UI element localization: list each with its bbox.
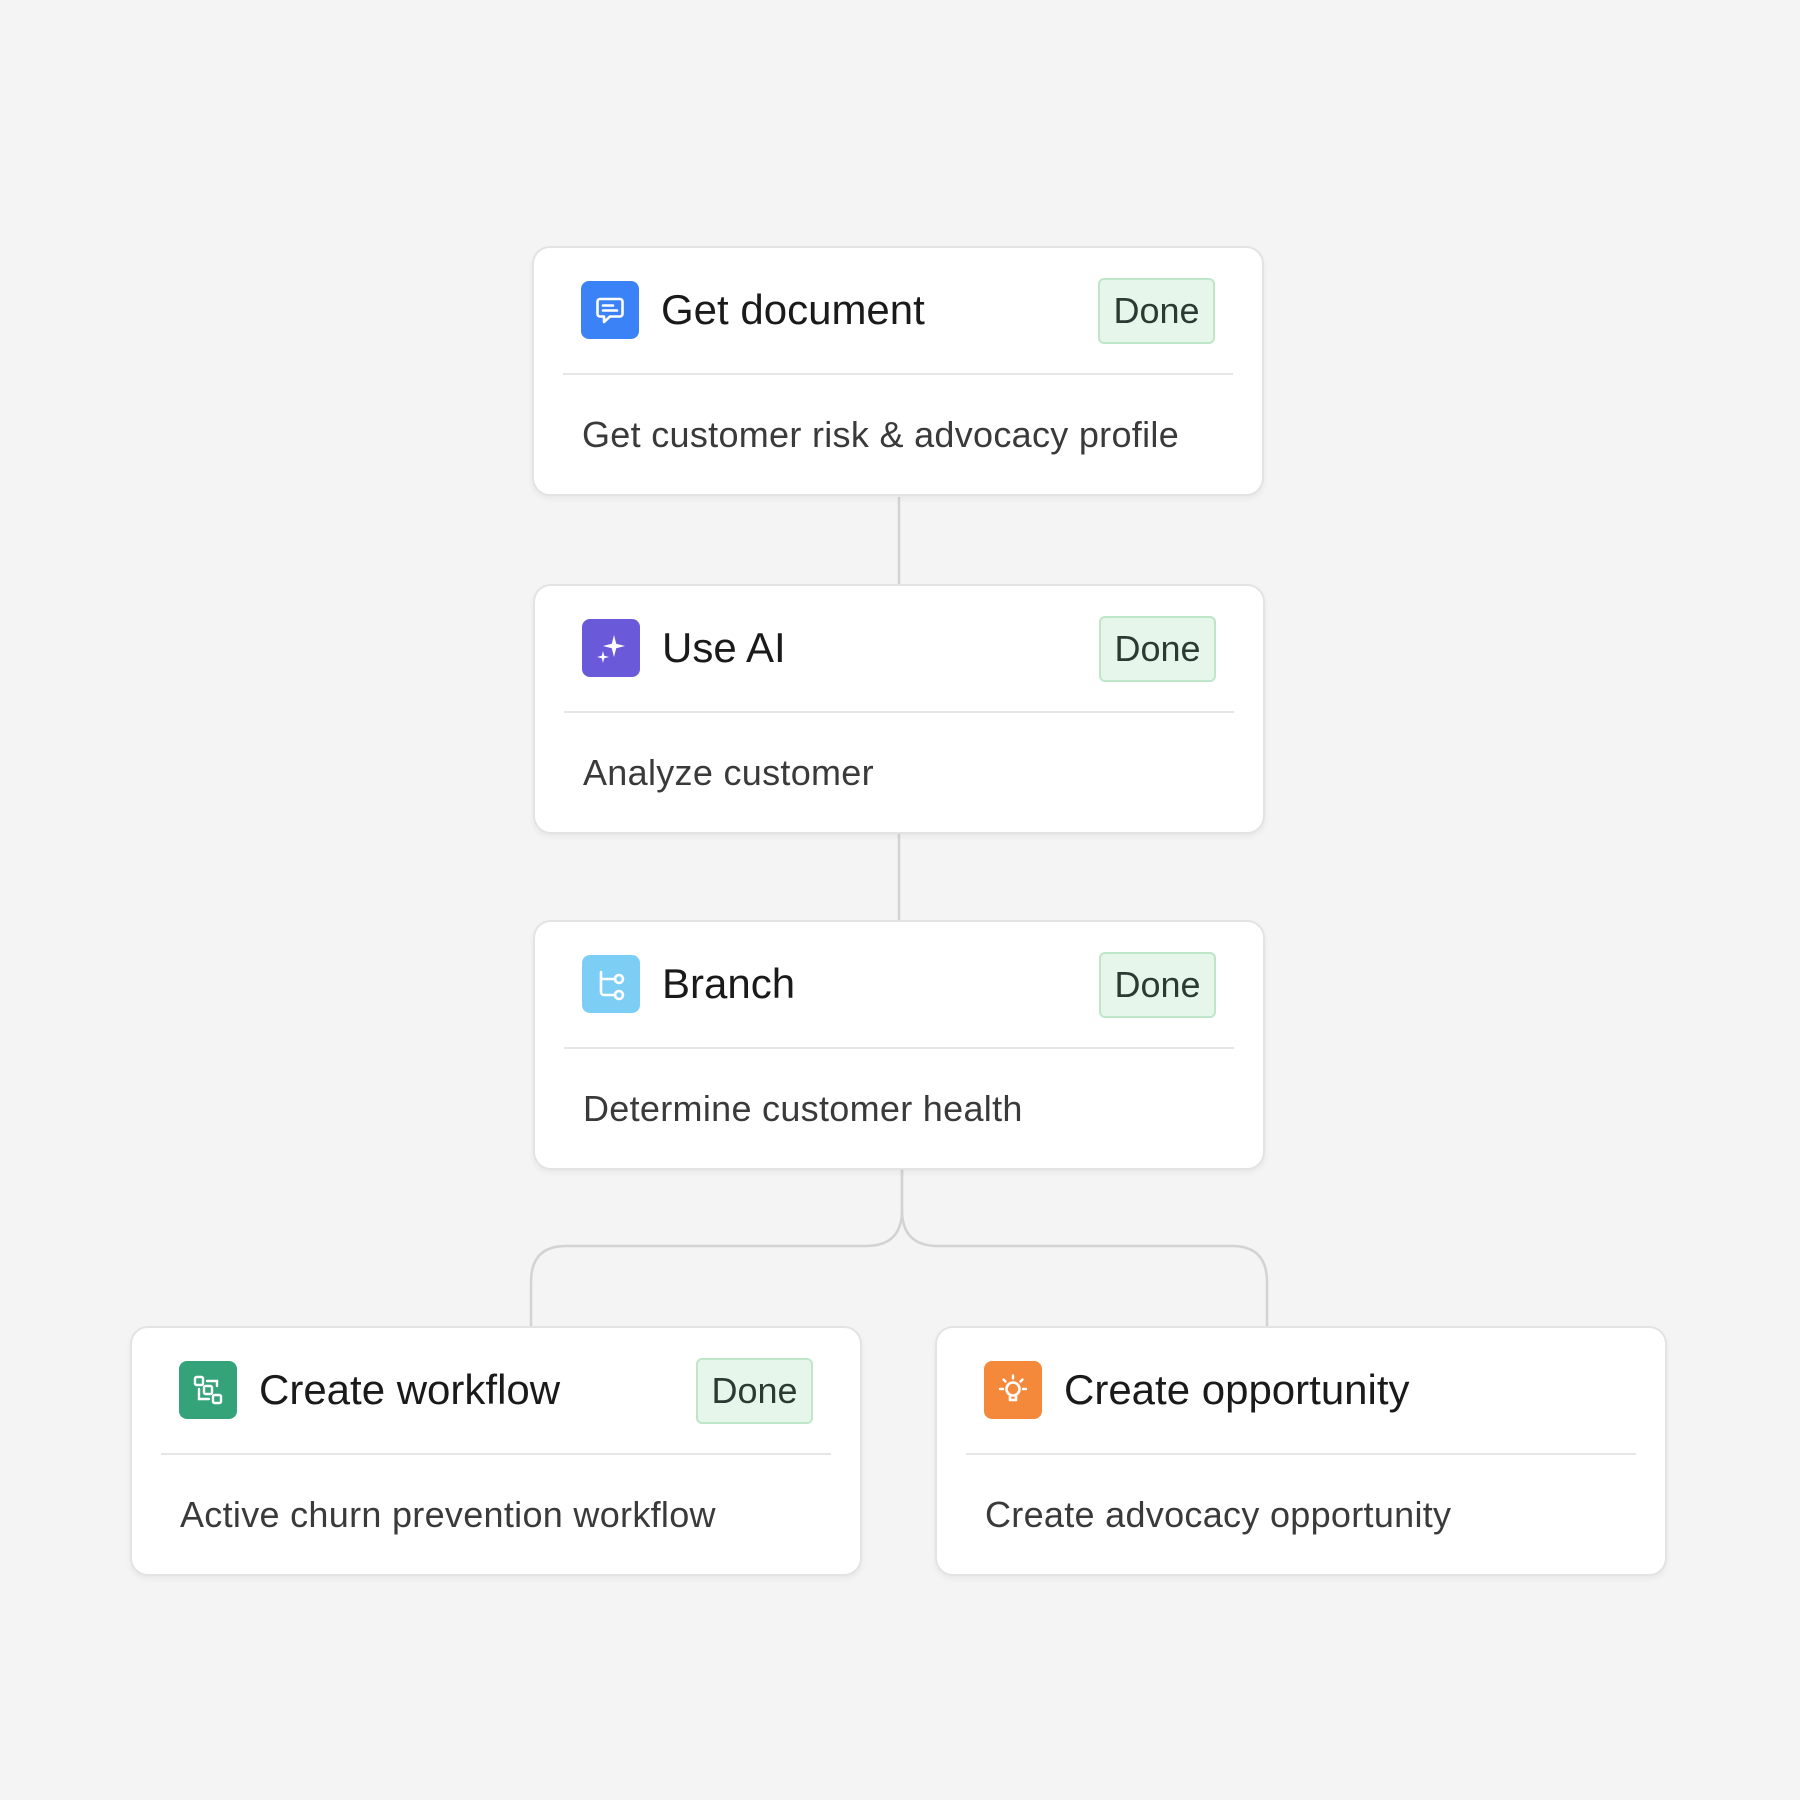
node-title: Create workflow — [259, 1366, 561, 1413]
node-header: Create opportunity — [966, 1328, 1636, 1455]
node-title: Use AI — [662, 624, 786, 671]
status-badge: Done — [1099, 952, 1216, 1018]
node-header: Get document Done — [563, 248, 1233, 375]
node-create-workflow[interactable]: Create workflow Done Active churn preven… — [130, 1326, 862, 1576]
lightbulb-icon — [984, 1361, 1042, 1419]
node-branch[interactable]: Branch Done Determine customer health — [533, 920, 1265, 1170]
node-header: Create workflow Done — [161, 1328, 831, 1455]
node-create-opportunity[interactable]: Create opportunity Create advocacy oppor… — [935, 1326, 1667, 1576]
node-header: Use AI Done — [564, 586, 1234, 713]
sparkle-icon — [582, 619, 640, 677]
status-badge: Done — [696, 1358, 813, 1424]
status-badge: Done — [1098, 278, 1215, 344]
node-header: Branch Done — [564, 922, 1234, 1049]
status-badge: Done — [1099, 616, 1216, 682]
node-title: Branch — [662, 960, 796, 1007]
node-description: Active churn prevention workflow — [180, 1494, 716, 1535]
document-chat-icon — [581, 281, 639, 339]
workflow-icon — [179, 1361, 237, 1419]
node-description: Analyze customer — [583, 752, 874, 793]
node-get-document[interactable]: Get document Done Get customer risk & ad… — [532, 246, 1264, 496]
node-title: Get document — [661, 286, 925, 333]
node-title: Create opportunity — [1064, 1366, 1410, 1413]
node-use-ai[interactable]: Use AI Done Analyze customer — [533, 584, 1265, 834]
node-description: Determine customer health — [583, 1088, 1023, 1129]
connector-branch-to-workflow — [529, 1168, 904, 1326]
connector-branch-to-opportunity — [900, 1168, 1269, 1326]
node-description: Create advocacy opportunity — [985, 1494, 1452, 1535]
branch-icon — [582, 955, 640, 1013]
node-description: Get customer risk & advocacy profile — [582, 414, 1180, 455]
